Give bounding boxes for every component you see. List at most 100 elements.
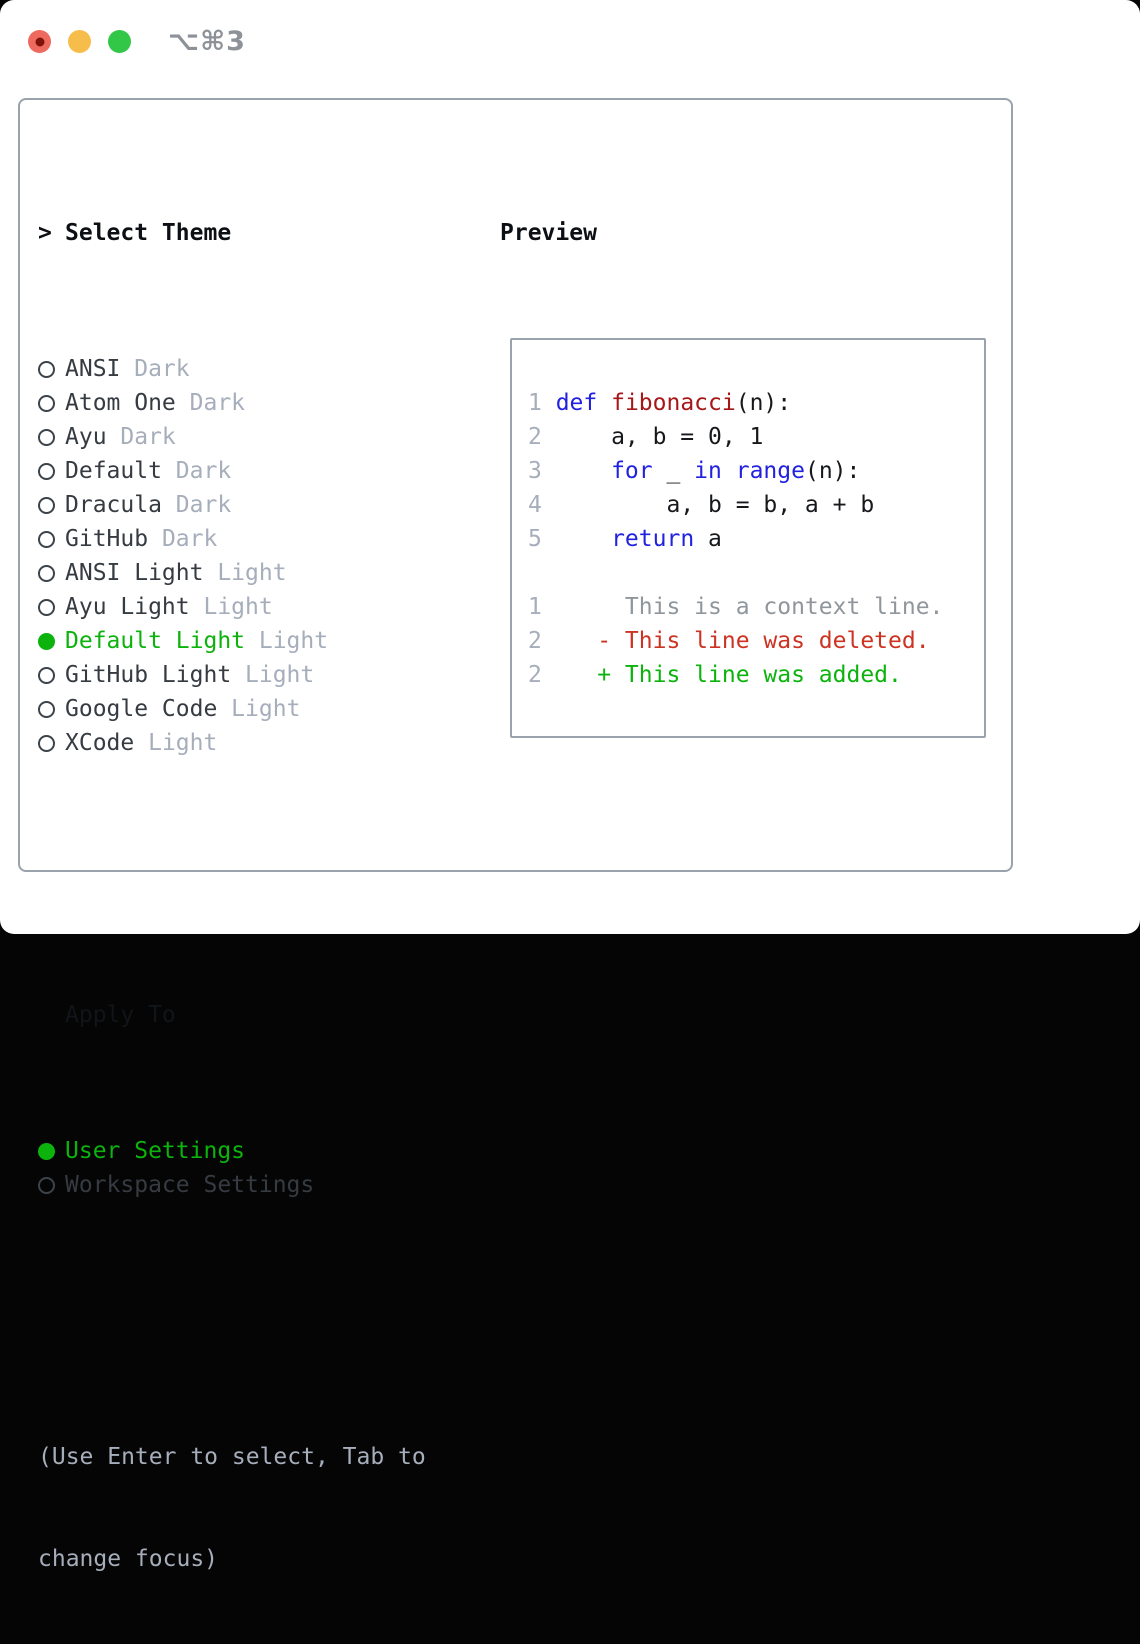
select-theme-header: > Select Theme bbox=[38, 216, 500, 250]
radio-selected-icon bbox=[38, 1142, 55, 1160]
code-line: 1 This is a context line. bbox=[528, 590, 984, 624]
option-label: Default Light bbox=[65, 628, 246, 654]
apply-option[interactable]: Workspace Settings bbox=[38, 1168, 500, 1202]
option-variant-label: Light bbox=[203, 560, 287, 586]
option-label: Atom One bbox=[65, 390, 176, 416]
code-token-pl bbox=[722, 458, 736, 484]
tab-shortcut-label: ⌥⌘3 bbox=[168, 26, 246, 57]
hint-line-2: change focus) bbox=[38, 1546, 219, 1572]
code-token-pl: a bbox=[694, 526, 722, 552]
code-token-add: + This line was added. bbox=[555, 662, 902, 688]
option-variant-label: Light bbox=[217, 696, 301, 722]
line-number: 2 bbox=[528, 662, 542, 688]
line-number: 5 bbox=[528, 526, 542, 552]
code-line: 4 a, b = b, a + b bbox=[528, 488, 984, 522]
radio-icon bbox=[38, 394, 55, 412]
radio-icon bbox=[38, 360, 55, 378]
option-variant-label: Dark bbox=[175, 390, 246, 416]
code-line: 2 - This line was deleted. bbox=[528, 624, 984, 658]
code-token-pl bbox=[597, 390, 611, 416]
preview-title: Preview bbox=[500, 220, 597, 246]
traffic-lights bbox=[28, 30, 148, 53]
theme-option[interactable]: XCode Light bbox=[38, 726, 500, 760]
code-token-pl: a, b = b, a + b bbox=[555, 492, 875, 518]
titlebar: ⌥⌘3 bbox=[28, 26, 246, 57]
close-button[interactable] bbox=[28, 30, 51, 53]
option-label: Workspace Settings bbox=[65, 1172, 315, 1198]
apply-option[interactable]: User Settings bbox=[38, 1134, 500, 1168]
radio-icon bbox=[38, 462, 55, 480]
code-line: 2 a, b = 0, 1 bbox=[528, 420, 984, 454]
option-variant-label: Dark bbox=[106, 424, 176, 450]
radio-icon bbox=[38, 666, 55, 684]
radio-selected-icon bbox=[38, 632, 55, 650]
close-dot-icon bbox=[35, 37, 44, 46]
option-label: XCode bbox=[65, 730, 135, 756]
code-token-kw: return bbox=[611, 526, 695, 552]
option-variant-label: Light bbox=[245, 628, 329, 654]
option-variant-label: Light bbox=[231, 662, 315, 688]
code-line: 2 + This line was added. bbox=[528, 658, 984, 692]
line-number: 2 bbox=[528, 628, 542, 654]
theme-option[interactable]: Ayu Light Light bbox=[38, 590, 500, 624]
theme-option[interactable]: Ayu Dark bbox=[38, 420, 500, 454]
option-label: Google Code bbox=[65, 696, 218, 722]
option-label: ANSI Light bbox=[65, 560, 204, 586]
line-number: 1 bbox=[528, 594, 542, 620]
option-variant-label: Dark bbox=[120, 356, 190, 382]
radio-icon bbox=[38, 428, 55, 446]
radio-icon bbox=[38, 1176, 55, 1194]
theme-option[interactable]: ANSI Light Light bbox=[38, 556, 500, 590]
code-token-pl: a, b = 0, 1 bbox=[555, 424, 764, 450]
code-token-pl: (n): bbox=[735, 390, 792, 416]
option-variant-label: Dark bbox=[161, 458, 232, 484]
theme-option[interactable]: Default Dark bbox=[38, 454, 500, 488]
minimize-button[interactable] bbox=[68, 30, 91, 53]
cursor-prefix-icon: > bbox=[38, 220, 52, 246]
option-label: GitHub Light bbox=[65, 662, 232, 688]
option-variant-label: Light bbox=[134, 730, 218, 756]
theme-option[interactable]: GitHub Dark bbox=[38, 522, 500, 556]
theme-option[interactable]: Default Light Light bbox=[38, 624, 500, 658]
option-label: Dracula bbox=[65, 492, 162, 518]
option-label: Ayu bbox=[65, 424, 107, 450]
code-token-kw: range bbox=[735, 458, 805, 484]
zoom-button[interactable] bbox=[108, 30, 131, 53]
code-token-pl: _ bbox=[652, 458, 695, 484]
option-variant-label: Dark bbox=[148, 526, 218, 552]
radio-icon bbox=[38, 564, 55, 582]
line-number: 4 bbox=[528, 492, 542, 518]
code-token-fn: fibonacci bbox=[611, 390, 736, 416]
theme-option[interactable]: Google Code Light bbox=[38, 692, 500, 726]
option-label: GitHub bbox=[65, 526, 149, 552]
theme-option[interactable]: Atom One Dark bbox=[38, 386, 500, 420]
theme-option[interactable]: GitHub Light Light bbox=[38, 658, 500, 692]
code-line: 5 return a bbox=[528, 522, 984, 556]
hint-line-1: (Use Enter to select, Tab to bbox=[38, 1444, 426, 1470]
code-token-kw: def bbox=[555, 390, 598, 416]
radio-icon bbox=[38, 530, 55, 548]
option-label: User Settings bbox=[65, 1138, 246, 1164]
spacer bbox=[38, 1304, 500, 1338]
code-line bbox=[528, 556, 984, 590]
code-token-kw: in bbox=[694, 458, 722, 484]
apply-to-title: Apply To bbox=[65, 1002, 176, 1028]
theme-option[interactable]: ANSI Dark bbox=[38, 352, 500, 386]
apply-to-header: Apply To bbox=[38, 998, 500, 1032]
option-label: Default bbox=[65, 458, 162, 484]
spacer bbox=[38, 862, 500, 896]
code-token-pl: (n): bbox=[804, 458, 861, 484]
option-variant-label: Dark bbox=[161, 492, 232, 518]
theme-option[interactable]: Dracula Dark bbox=[38, 488, 500, 522]
code-line: 3 for _ in range(n): bbox=[528, 454, 984, 488]
line-number: 3 bbox=[528, 458, 542, 484]
code-token-del: - This line was deleted. bbox=[555, 628, 930, 654]
option-variant-label: Light bbox=[189, 594, 273, 620]
code-token-ctx: This is a context line. bbox=[555, 594, 944, 620]
